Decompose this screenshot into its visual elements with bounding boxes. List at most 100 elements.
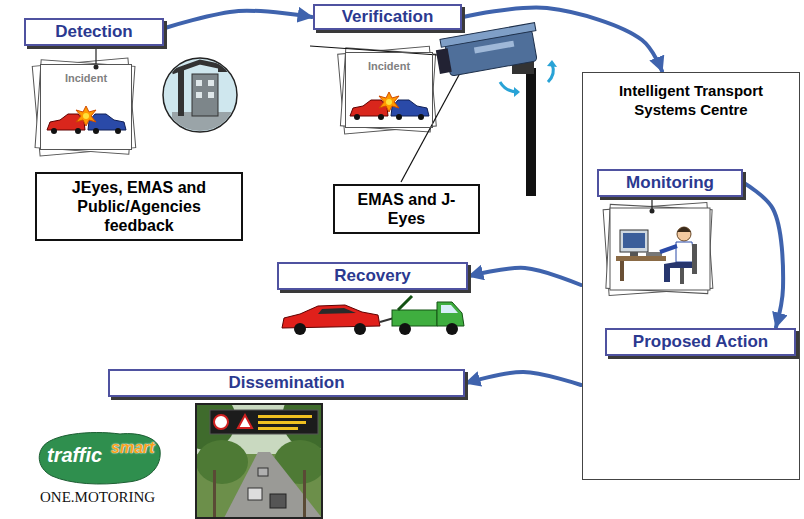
wheel [396, 114, 402, 120]
tow-boom [398, 296, 412, 310]
node-text: Intelligent Transport Systems Centre [603, 81, 779, 119]
camera-figure [434, 23, 557, 196]
stage-label: Detection [24, 18, 164, 46]
node-text: Incident [65, 72, 107, 85]
chair-leg [680, 268, 684, 284]
wheel [93, 128, 99, 134]
brand-text: ONE.MOTORING [40, 489, 155, 506]
centre-panel: Intelligent Transport Systems CentreMoni… [582, 72, 800, 480]
blue-car [391, 100, 429, 120]
logo-text: smart [111, 439, 155, 457]
sign-symbol [238, 415, 252, 428]
flow-arrow [466, 372, 581, 385]
red-car [350, 100, 388, 120]
wheel [115, 128, 121, 134]
window [196, 80, 202, 86]
paper-stack [338, 46, 437, 134]
paper-sheet [345, 52, 433, 128]
camera [434, 23, 541, 78]
car-body [350, 100, 388, 116]
stage-label: Recovery [277, 262, 468, 290]
crash-burst [76, 106, 96, 126]
blue-car [88, 114, 126, 134]
leader-line [401, 62, 466, 182]
wheel [399, 323, 411, 335]
vehicle [248, 488, 262, 500]
sign-symbol [214, 415, 228, 429]
pin-line [651, 199, 652, 210]
pin-dot [650, 209, 655, 214]
car-body [391, 100, 429, 116]
paper-sheet [340, 48, 435, 132]
arm [660, 246, 677, 252]
pan-arrow [514, 87, 520, 97]
incident-sheet: Incident [40, 64, 132, 150]
node-text: Monitoring [626, 173, 714, 193]
wheel [418, 114, 424, 120]
photo-frame [196, 404, 322, 518]
node-text: Detection [55, 22, 132, 42]
monitor-stand [630, 252, 638, 256]
logo-shape [39, 433, 160, 484]
incident-sheet: Incident [345, 52, 433, 128]
truck-bed [392, 310, 437, 326]
paper-sheet [32, 58, 135, 156]
wheel [446, 323, 458, 335]
pole [178, 70, 184, 116]
wheel [51, 128, 57, 134]
node-text: EMAS and J-Eyes [355, 190, 458, 228]
pole [526, 68, 536, 196]
shirt [676, 242, 694, 262]
sign-message [258, 415, 312, 418]
monitor-screen [623, 233, 645, 248]
desk-leg [620, 261, 624, 281]
wheel [354, 323, 366, 335]
vehicle [258, 468, 268, 476]
pin-dot [94, 65, 99, 70]
flow-arrow [463, 7, 662, 71]
node-text: Incident [368, 60, 410, 73]
road-photo [176, 386, 342, 518]
paper-sheet [40, 64, 132, 150]
building [192, 74, 218, 116]
paper-stack [32, 58, 135, 156]
node-text: Dissemination [228, 373, 344, 393]
vehicle [270, 494, 286, 508]
node-text: JEyes, EMAS and Public/Agencies feedback [49, 178, 229, 235]
red-car [47, 114, 85, 134]
sign-message [258, 421, 306, 424]
crash-burst [379, 92, 399, 112]
message-sign [210, 410, 318, 434]
wheel [378, 114, 384, 120]
stage-label: Dissemination [108, 369, 465, 397]
window [196, 92, 202, 98]
wheel [294, 323, 306, 335]
wheel [75, 128, 81, 134]
camera-lens [436, 48, 452, 74]
flow-arrow [469, 268, 581, 285]
photo-content [196, 404, 322, 518]
wheel [354, 114, 360, 120]
stage-label: Proposed Action [605, 328, 796, 356]
paper-sheet [610, 208, 710, 290]
node-text: Recovery [334, 266, 411, 286]
head [677, 227, 691, 241]
source-box: EMAS and J-Eyes [333, 184, 480, 234]
truck-cab [437, 302, 464, 326]
detection-icon [163, 58, 237, 136]
car-body [47, 114, 85, 130]
logo-text: traffic [47, 444, 102, 466]
car-body [88, 114, 126, 130]
chair-back [692, 244, 697, 274]
stage-label: Verification [313, 4, 462, 30]
paper-sheet [35, 60, 135, 154]
node-text: Proposed Action [633, 332, 768, 352]
sensor [218, 64, 232, 72]
crash-burst [83, 113, 89, 119]
paper-sheet [338, 46, 437, 134]
crash-burst [386, 99, 392, 105]
leader-line [310, 46, 452, 56]
node-text: Verification [342, 7, 434, 27]
hair [677, 227, 691, 232]
